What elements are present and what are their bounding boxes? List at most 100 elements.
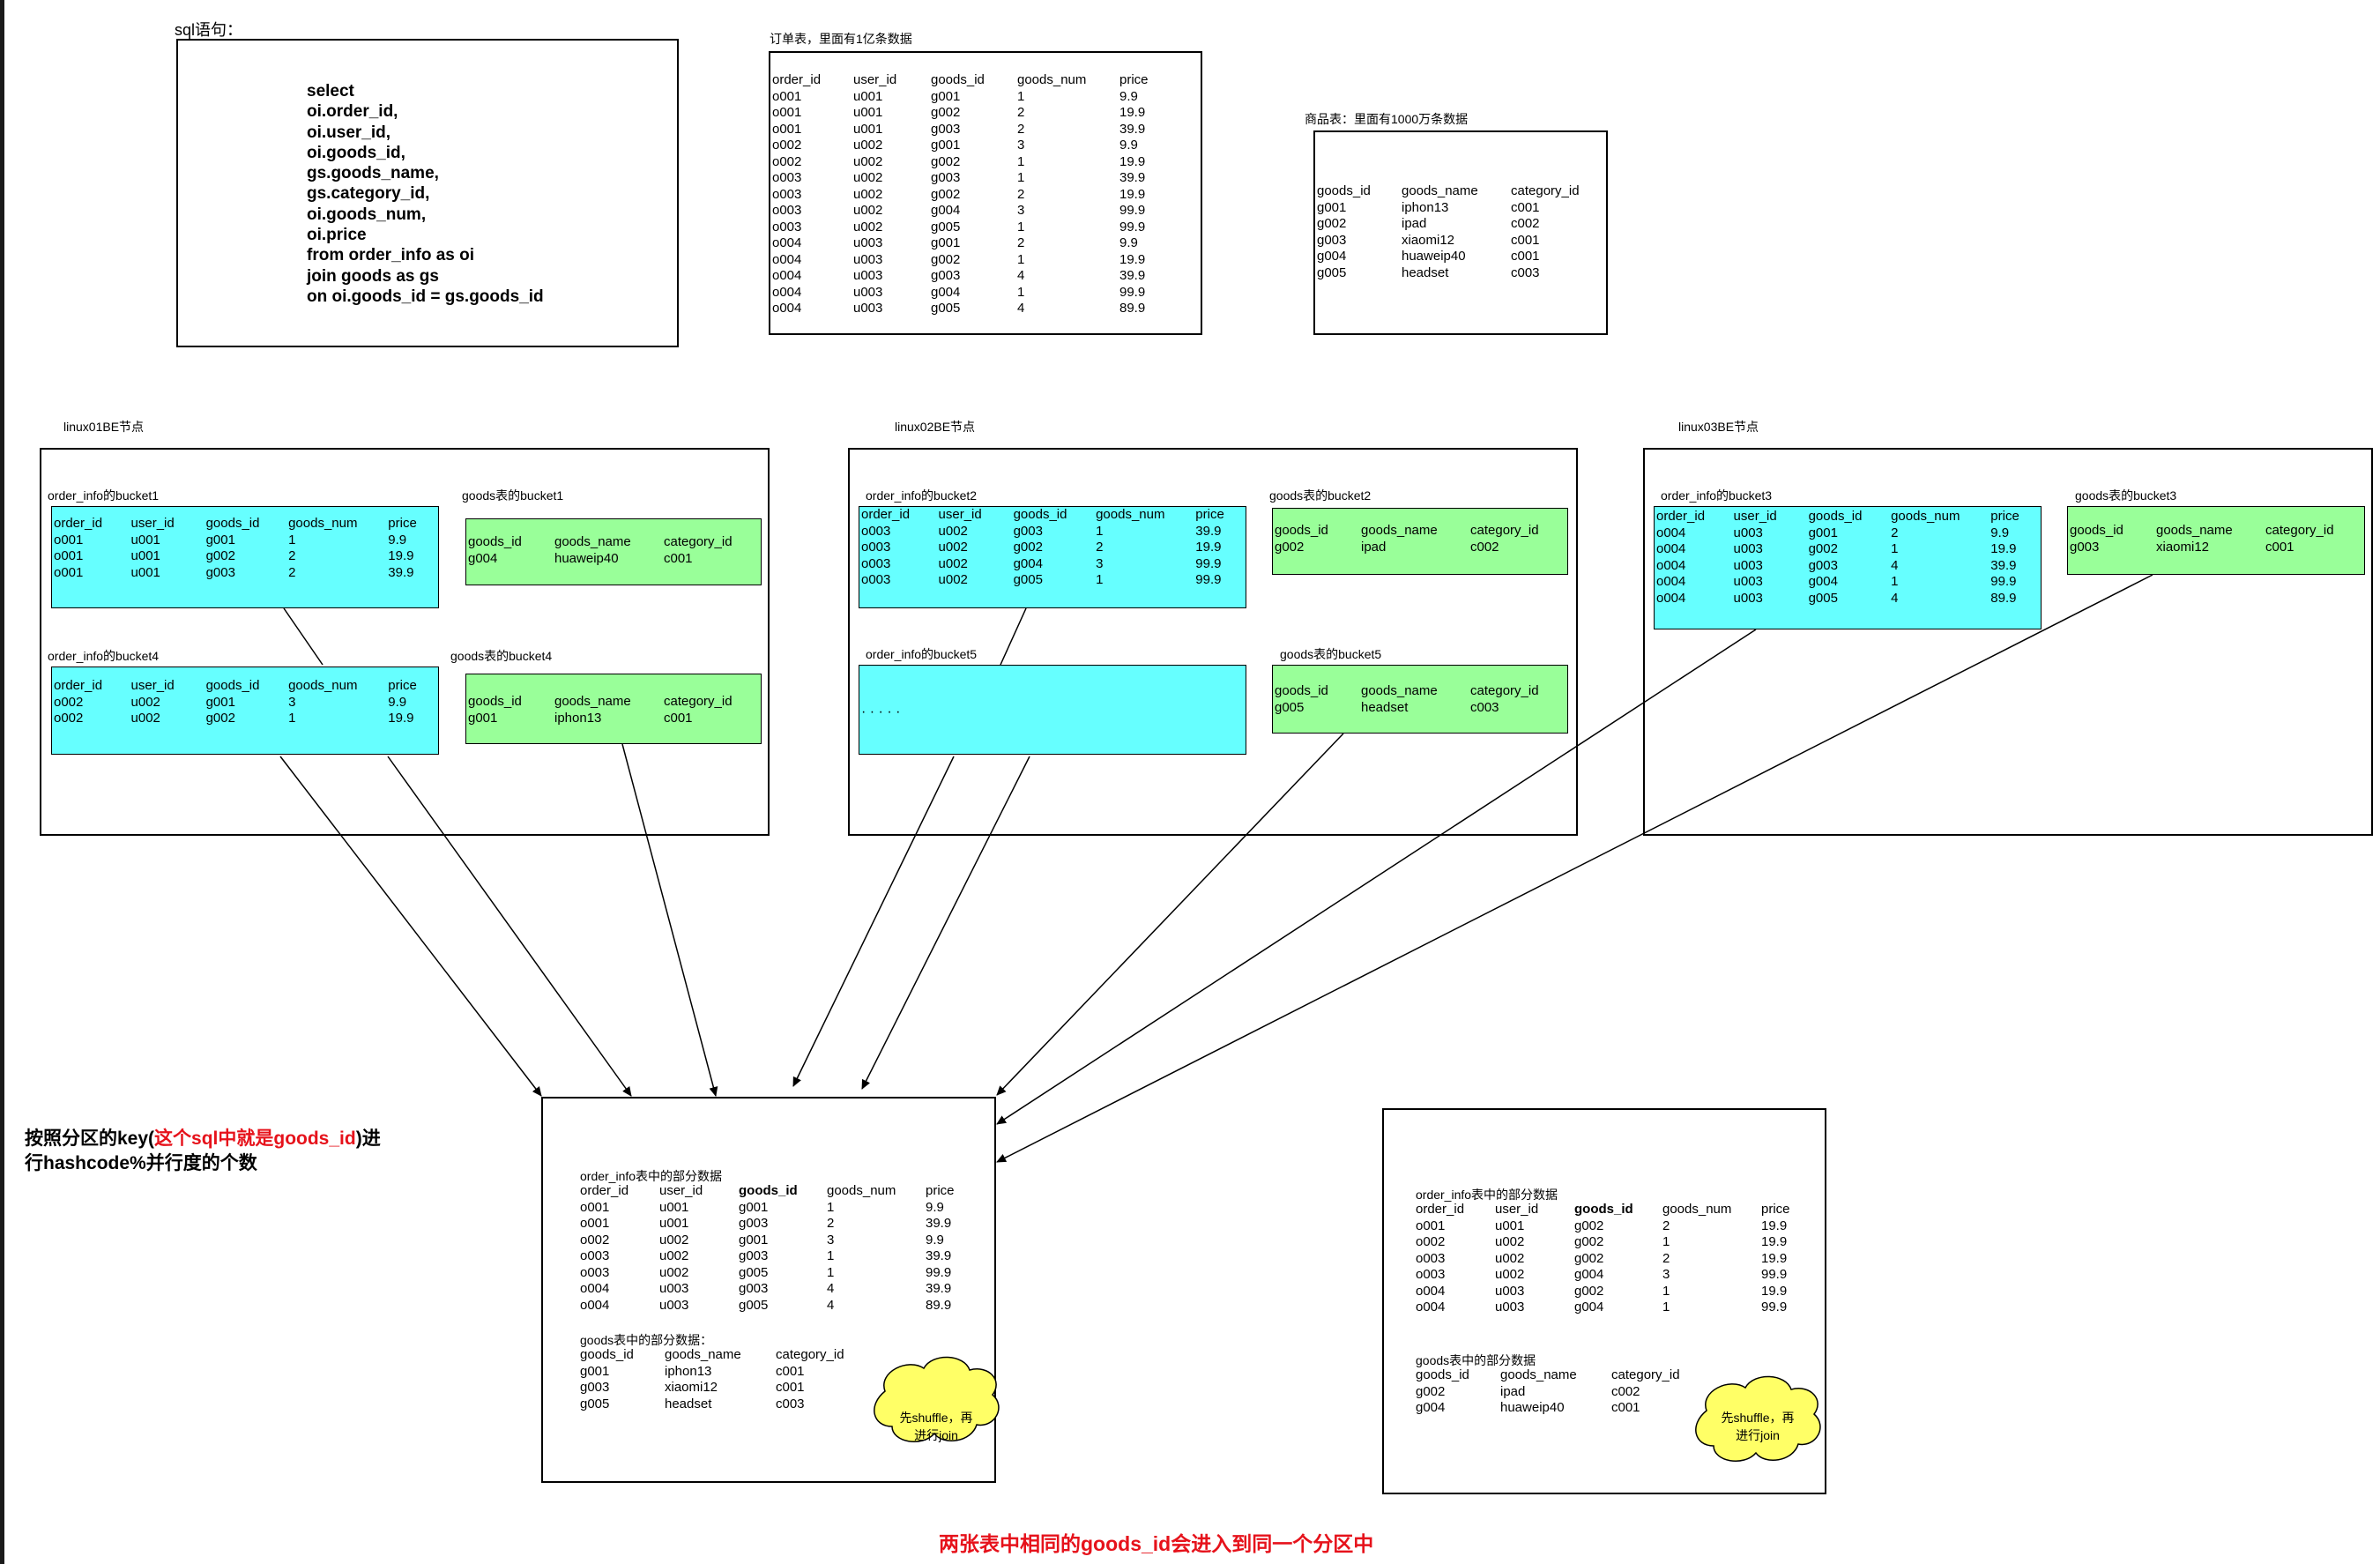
table-cell: o001 — [54, 532, 84, 547]
table-cell: 4 — [1017, 268, 1025, 283]
table-cell: iphon13 — [1402, 199, 1449, 215]
result-order-title: order_info表中的部分数据 — [580, 1169, 723, 1183]
table-cell: o002 — [772, 153, 802, 169]
table-cell: iphon13 — [554, 710, 602, 726]
table-cell: u003 — [1733, 541, 1763, 556]
table-cell: 9.9 — [1990, 525, 2010, 540]
table-cell: 19.9 — [1119, 251, 1146, 267]
table-cell: 99.9 — [1119, 203, 1146, 218]
table-cell: g003 — [931, 121, 961, 137]
header-cell: goods_name — [1402, 183, 1478, 198]
table-cell: u003 — [1733, 590, 1763, 606]
table-cell: g002 — [1574, 1283, 1604, 1299]
table-cell: 4 — [1891, 557, 1899, 573]
table-cell: g003 — [739, 1281, 769, 1296]
sql-line: oi.goods_num, — [307, 205, 427, 224]
table-cell: u003 — [1495, 1300, 1525, 1315]
table-cell: 1 — [1662, 1300, 1670, 1315]
table-cell: 9.9 — [388, 694, 407, 710]
table-cell: 99.9 — [1119, 219, 1146, 235]
table-cell: 99.9 — [1761, 1300, 1788, 1315]
header-cell: goods_name — [554, 694, 631, 709]
header-cell: price — [1761, 1202, 1790, 1217]
table-cell: o001 — [1416, 1218, 1446, 1233]
cloud-2 — [1695, 1375, 1821, 1462]
table-cell: u002 — [853, 203, 883, 218]
header-cell: goods_id — [2070, 523, 2123, 538]
order-bucket-5: · · · · · — [859, 665, 1246, 755]
header-cell: category_id — [776, 1347, 844, 1362]
table-cell: 1 — [1017, 153, 1025, 169]
table-cell: u002 — [853, 186, 883, 202]
table-cell: u001 — [659, 1199, 689, 1215]
connector-lines — [283, 607, 1027, 666]
shuffle-arrow — [996, 629, 1757, 1125]
table-cell: iphon13 — [665, 1363, 712, 1379]
table-cell: headset — [1402, 264, 1449, 280]
table-cell: u001 — [130, 532, 160, 547]
table-cell: u003 — [1733, 557, 1763, 573]
table-cell: 99.9 — [1195, 555, 1222, 571]
shuffle-arrow — [996, 574, 2153, 1163]
table-cell: 4 — [827, 1281, 835, 1296]
header-cell: user_id — [659, 1183, 703, 1198]
table-cell: ipad — [1361, 539, 1387, 555]
table-cell: u002 — [938, 555, 968, 571]
shuffle-arrow — [792, 756, 955, 1087]
table-cell: o004 — [1656, 590, 1686, 606]
header-cell: goods_id — [1574, 1202, 1633, 1217]
table-cell: o004 — [1656, 557, 1686, 573]
table-cell: c001 — [1511, 249, 1540, 264]
header-cell: goods_id — [1416, 1367, 1469, 1382]
table-cell: 1 — [288, 711, 296, 726]
sql-line: from order_info as oi — [307, 246, 475, 265]
table-cell: u002 — [853, 153, 883, 169]
sql-line: join goods as gs — [307, 266, 439, 286]
table-cell: g002 — [205, 711, 235, 726]
table-cell: c002 — [1470, 539, 1499, 555]
table-cell: o001 — [772, 121, 802, 137]
table-cell: 9.9 — [926, 1232, 944, 1247]
cloud-2-text: 先shuffle，再进行join — [1721, 1411, 1795, 1442]
table-cell: u001 — [853, 88, 883, 104]
table-cell: g004 — [1574, 1300, 1604, 1315]
table-cell: g004 — [1317, 249, 1347, 264]
table-cell: 3 — [1096, 555, 1104, 571]
table-cell: o003 — [861, 540, 891, 555]
table-cell: 2 — [288, 564, 296, 580]
table-cell: u002 — [130, 694, 160, 710]
header-cell: order_id — [1416, 1202, 1465, 1217]
table-cell: 19.9 — [1195, 540, 1222, 555]
table-cell: u001 — [1495, 1218, 1525, 1233]
shuffle-arrow — [279, 756, 542, 1097]
table-cell: o004 — [1656, 574, 1686, 589]
table-cell: g004 — [1416, 1400, 1446, 1415]
bucket-title: order_info的bucket3 — [1661, 488, 1773, 503]
header-cell: goods_name — [1500, 1367, 1577, 1382]
table-cell: 99.9 — [1761, 1267, 1788, 1282]
table-cell: u003 — [853, 251, 883, 267]
goods-table-title: 商品表：里面有1000万条数据 — [1305, 112, 1469, 126]
sql-line: oi.price — [307, 226, 367, 245]
